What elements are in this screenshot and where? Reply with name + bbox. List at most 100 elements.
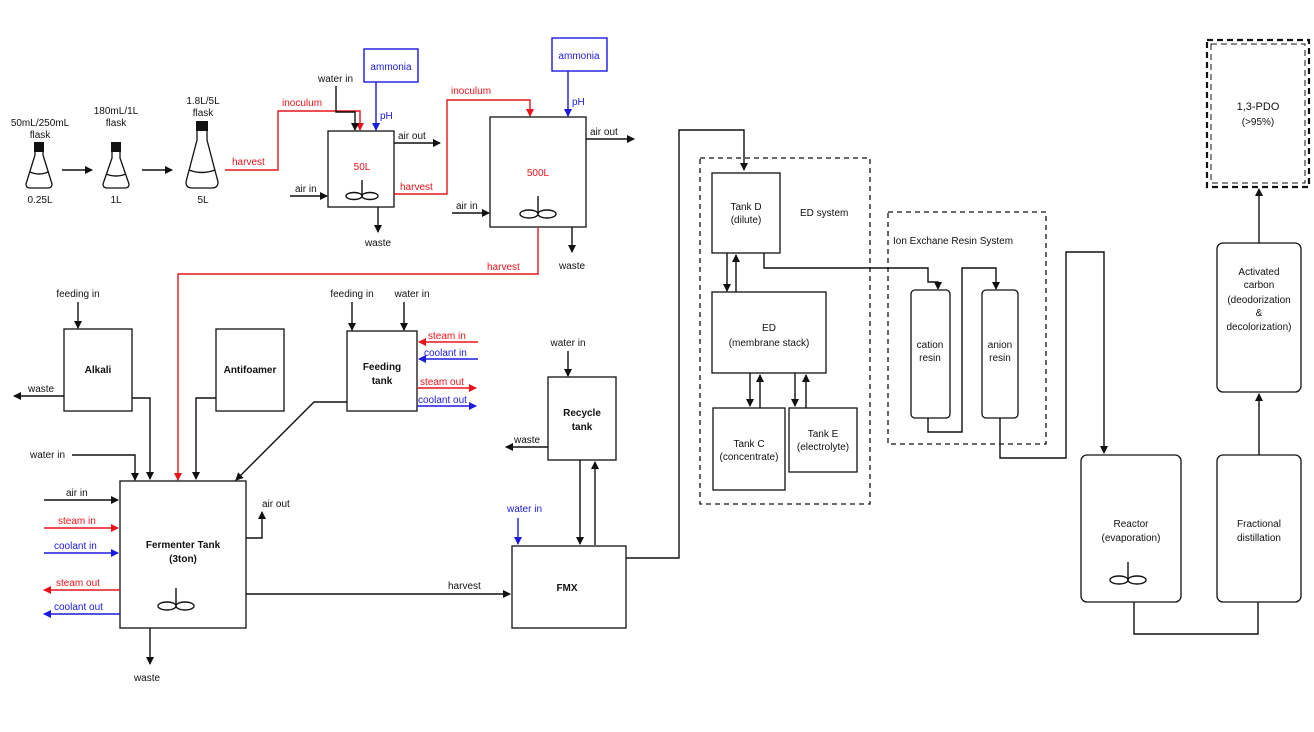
impeller-icon bbox=[1109, 562, 1147, 585]
alkali-to-fermenter-line bbox=[132, 397, 154, 480]
product-box-inner bbox=[1210, 43, 1306, 184]
recycle-label-2: tank bbox=[572, 422, 593, 433]
carbon-label-2: carbon bbox=[1244, 280, 1275, 291]
flask-1 bbox=[25, 142, 53, 189]
alkali-label: Alkali bbox=[85, 365, 112, 376]
feed-water-label: water in bbox=[393, 289, 429, 300]
flask-3-size: 1.8L/5L bbox=[186, 96, 220, 107]
inoculum-line-2 bbox=[394, 99, 534, 195]
coolant-in-label: coolant in bbox=[424, 348, 467, 359]
inoculum-label-2: inoculum bbox=[451, 86, 491, 97]
flask-2 bbox=[102, 142, 130, 189]
recycle-water-label: water in bbox=[549, 338, 585, 349]
air-in-label-2: air in bbox=[456, 201, 478, 212]
harvest-label-1: harvest bbox=[232, 157, 265, 168]
flask-3 bbox=[185, 121, 219, 189]
cation-label-1: cation bbox=[917, 340, 944, 351]
ed-system-boundary bbox=[699, 157, 871, 505]
fmx-to-ed-line bbox=[626, 129, 748, 559]
harvest-label-3: harvest bbox=[487, 262, 520, 273]
reactor-to-distillation-line bbox=[1133, 602, 1259, 635]
impeller-icon bbox=[345, 180, 379, 201]
tank-e-label-2: (electrolyte) bbox=[797, 442, 849, 453]
ferm-coolant-out-label: coolant out bbox=[54, 602, 103, 613]
feed-in-label: feeding in bbox=[330, 289, 373, 300]
seed-tank-50L-label: 50L bbox=[354, 162, 371, 173]
ferm-air-out-line bbox=[246, 511, 266, 539]
flask-2-size: 180mL/1L bbox=[94, 106, 139, 117]
reactor bbox=[1080, 454, 1182, 603]
steam-in-label: steam in bbox=[428, 331, 466, 342]
tank-d bbox=[711, 172, 781, 254]
alkali-waste-label: waste bbox=[27, 384, 55, 395]
ammonia-box-2 bbox=[551, 37, 608, 72]
ph-label-1: pH bbox=[380, 111, 393, 122]
product-label-1: 1,3-PDO bbox=[1237, 101, 1280, 113]
harvest-label-2: harvest bbox=[400, 182, 433, 193]
ion-exchange-boundary bbox=[887, 211, 1047, 445]
recycle-waste-label: waste bbox=[513, 435, 541, 446]
ph-label-2: pH bbox=[572, 97, 585, 108]
feeding-tank bbox=[346, 330, 418, 412]
feeding-tank-label-2: tank bbox=[372, 376, 393, 387]
flask-1-size: 50mL/250mL bbox=[11, 118, 70, 129]
fmx-label: FMX bbox=[556, 583, 577, 594]
tank-d-label-1: Tank D bbox=[730, 202, 761, 213]
product-box bbox=[1205, 38, 1311, 189]
antifoamer-label: Antifoamer bbox=[224, 365, 277, 376]
reactor-label-1: Reactor bbox=[1113, 519, 1149, 530]
water-in-line bbox=[335, 86, 359, 131]
anion-to-reactor-line bbox=[999, 251, 1108, 459]
product-label-2: (>95%) bbox=[1242, 117, 1275, 128]
flask-3-volume: 5L bbox=[197, 195, 209, 206]
steam-out-label: steam out bbox=[420, 377, 464, 388]
waste-label-1: waste bbox=[364, 238, 392, 249]
ed-label-1: ED bbox=[762, 323, 776, 334]
ferm-air-in-label: air in bbox=[66, 488, 88, 499]
impeller-icon bbox=[157, 588, 195, 611]
ferm-water-in-label: water in bbox=[29, 450, 65, 461]
tank-e bbox=[788, 407, 858, 473]
anion-label-1: anion bbox=[988, 340, 1012, 351]
tank-e-label-1: Tank E bbox=[808, 429, 839, 440]
cation-resin-column bbox=[910, 289, 951, 419]
flask-3-label: flask bbox=[193, 108, 215, 119]
ferm-harvest-label: harvest bbox=[448, 581, 481, 592]
air-out-label-2: air out bbox=[590, 127, 618, 138]
ferm-steam-in-label: steam in bbox=[58, 516, 96, 527]
fmx-unit bbox=[511, 545, 627, 629]
carbon-label-4: & bbox=[1256, 308, 1263, 319]
inoculum-label-1: inoculum bbox=[282, 98, 322, 109]
ferm-waste-label: waste bbox=[133, 673, 161, 684]
d-to-cation-line bbox=[763, 253, 942, 290]
feeding-to-fermenter-line bbox=[235, 401, 347, 481]
flask-1-volume: 0.25L bbox=[27, 195, 52, 206]
air-in-label-1: air in bbox=[295, 184, 317, 195]
fermenter-label-1: Fermenter Tank bbox=[146, 540, 221, 551]
water-in-label: water in bbox=[317, 74, 353, 85]
ferm-steam-out-label: steam out bbox=[56, 578, 100, 589]
anion-label-2: resin bbox=[989, 353, 1011, 364]
alkali-tank bbox=[63, 328, 133, 412]
tank-c-label-2: (concentrate) bbox=[720, 452, 779, 463]
coolant-out-label: coolant out bbox=[418, 395, 467, 406]
frac-label-2: distillation bbox=[1237, 533, 1281, 544]
fmx-water-label: water in bbox=[506, 504, 542, 515]
reactor-label-2: (evaporation) bbox=[1102, 533, 1161, 544]
ferm-air-out-label: air out bbox=[262, 499, 290, 510]
ed-membrane-stack bbox=[711, 291, 827, 374]
tank-d-label-2: (dilute) bbox=[731, 215, 762, 226]
recycle-label-1: Recycle bbox=[563, 408, 601, 419]
carbon-label-3: (deodorization bbox=[1227, 295, 1290, 306]
fermenter-label-2: (3ton) bbox=[169, 554, 197, 565]
flask-2-label: flask bbox=[106, 118, 128, 129]
antifoamer-tank bbox=[215, 328, 285, 412]
carbon-label-5: decolorization) bbox=[1226, 322, 1291, 333]
air-out-label-1: air out bbox=[398, 131, 426, 142]
carbon-label-1: Activated bbox=[1238, 267, 1279, 278]
recycle-tank bbox=[547, 376, 617, 461]
ed-system-label: ED system bbox=[800, 208, 848, 219]
harvest-line-3 bbox=[174, 227, 539, 481]
antifoamer-to-fermenter-line bbox=[192, 397, 216, 480]
